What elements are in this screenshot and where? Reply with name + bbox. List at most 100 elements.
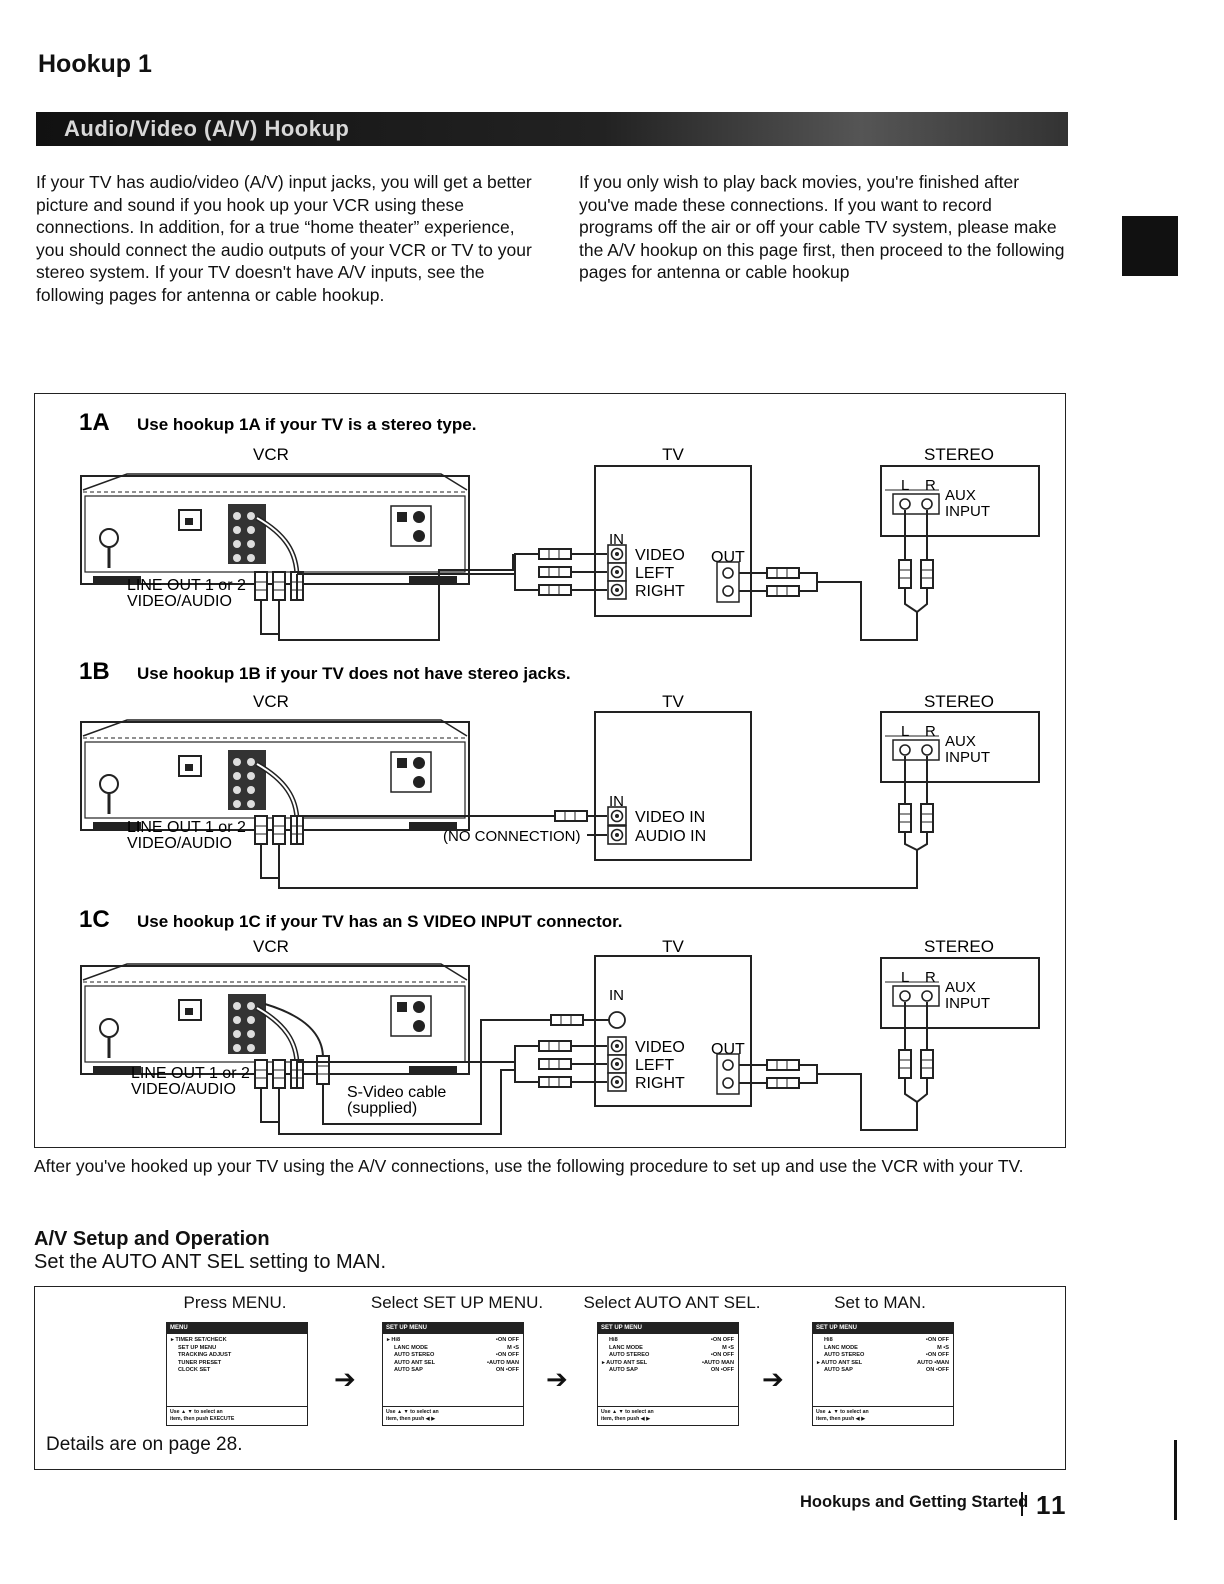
hookup-1b: 1B Use hookup 1B if your TV does not hav… xyxy=(79,658,1040,889)
hookup-1b-videoaudio: VIDEO/AUDIO xyxy=(127,835,232,852)
hookup-1a-videoaudio: VIDEO/AUDIO xyxy=(127,593,232,610)
hookup-1a-aux-l: L xyxy=(901,477,909,494)
step-3-label: Select AUTO ANT SEL. xyxy=(583,1293,761,1312)
screen-2-row: AUTO ANT SEL•AUTO MAN xyxy=(394,1359,519,1366)
hookup-1a-jack-left: LEFT xyxy=(635,565,674,582)
step-4-label: Set to MAN. xyxy=(834,1293,926,1312)
hookup-diagram-box: 1A Use hookup 1A if your TV is a stereo … xyxy=(34,393,1066,1148)
footer-section-name: Hookups and Getting Started xyxy=(800,1493,1029,1511)
screen-1-row: TRACKING ADJUST xyxy=(178,1352,232,1359)
intro-left: If your TV has audio/video (A/V) input j… xyxy=(36,172,532,305)
hookup-1b-aux-r: R xyxy=(925,723,936,740)
screen-2-row: AUTO STEREO•ON OFF xyxy=(394,1352,519,1359)
hookup-1b-tv-label: TV xyxy=(662,692,684,711)
screen-1-row: CLOCK SET xyxy=(178,1367,211,1374)
hookup-1c-jack-right: RIGHT xyxy=(635,1075,685,1092)
side-tab-marker xyxy=(1122,216,1178,276)
page-title: Hookup 1 xyxy=(38,50,152,78)
hookup-1a-code: 1A xyxy=(79,409,110,436)
hookup-1a-aux-r: R xyxy=(925,477,936,494)
edge-mark xyxy=(1174,1440,1177,1520)
banner-title: Audio/Video (A/V) Hookup xyxy=(64,116,350,141)
hookup-1a-input: INPUT xyxy=(945,503,990,520)
hookup-1b-stereo-label: STEREO xyxy=(924,692,994,711)
screen-4-row: Hi8•ON OFF xyxy=(824,1337,949,1343)
step-1-label: Press MENU. xyxy=(183,1293,287,1312)
hookup-1c-aux: AUX xyxy=(945,979,976,996)
hookup-1c: 1C Use hookup 1C if your TV has an S VID… xyxy=(79,906,1040,1135)
hookup-1b-no-connection: (NO CONNECTION) xyxy=(443,828,581,845)
hookup-1b-tv-in: IN xyxy=(609,793,624,810)
screen-3-title: SET UP MENU xyxy=(598,1323,738,1334)
hookup-1a-lineout: LINE OUT 1 or 2 xyxy=(127,577,246,594)
footer-divider xyxy=(1021,1492,1023,1516)
hookup-1b-aux: AUX xyxy=(945,733,976,750)
step-2-label: Select SET UP MENU. xyxy=(370,1293,544,1312)
hookup-1a: 1A Use hookup 1A if your TV is a stereo … xyxy=(79,409,1040,641)
hookup-1a-vcr-label: VCR xyxy=(253,445,289,464)
hookup-1c-aux-r: R xyxy=(925,969,936,986)
screen-1-row: ▸ TIMER SET/CHECK xyxy=(171,1337,227,1343)
hookup-1a-tv-in: IN xyxy=(609,531,624,548)
hookup-1c-lineout: LINE OUT 1 or 2 xyxy=(131,1065,250,1082)
details-note: Details are on page 28. xyxy=(46,1434,243,1455)
step-arrow-icon: ➔ xyxy=(546,1364,568,1394)
screen-2-row: ▸ Hi8•ON OFF xyxy=(387,1337,519,1343)
hookup-1b-jack-video-in: VIDEO IN xyxy=(635,809,705,826)
hookup-1b-input: INPUT xyxy=(945,749,990,766)
hookup-1c-tv-label: TV xyxy=(662,937,684,956)
screen-3-row: Hi8•ON OFF xyxy=(609,1337,734,1343)
hookup-1b-vcr-label: VCR xyxy=(253,692,289,711)
section-banner: Audio/Video (A/V) Hookup xyxy=(36,112,1068,146)
hookup-1c-vcr-label: VCR xyxy=(253,937,289,956)
setup-steps-box xyxy=(34,1286,1066,1470)
hookup-1b-jack-audio-in: AUDIO IN xyxy=(635,828,706,845)
hookup-1c-videoaudio: VIDEO/AUDIO xyxy=(131,1081,236,1098)
hookup-diagram: 1A Use hookup 1A if your TV is a stereo … xyxy=(79,409,1040,1135)
hookup-1c-svideo-supplied: (supplied) xyxy=(347,1100,417,1117)
hookup-1a-tv-label: TV xyxy=(662,445,684,464)
hookup-1c-desc: Use hookup 1C if your TV has an S VIDEO … xyxy=(137,912,623,931)
section-title: A/V Setup and Operation xyxy=(34,1228,270,1250)
hookup-1b-aux-l: L xyxy=(901,723,909,740)
menu-screen-1: MENU ▸ TIMER SET/CHECK SET UP MENU TRACK… xyxy=(166,1322,308,1426)
hookup-1a-aux: AUX xyxy=(945,487,976,504)
screen-2-title: SET UP MENU xyxy=(383,1323,523,1334)
hookup-1c-input: INPUT xyxy=(945,995,990,1012)
hookup-1c-tv-in: IN xyxy=(609,987,624,1004)
hookup-1c-aux-l: L xyxy=(901,969,909,986)
hookup-1a-stereo-label: STEREO xyxy=(924,445,994,464)
page-number: 11 xyxy=(1036,1490,1068,1520)
hookup-1a-desc: Use hookup 1A if your TV is a stereo typ… xyxy=(137,415,476,434)
screen-1-title: MENU xyxy=(167,1323,307,1334)
section-subtitle: Set the AUTO ANT SEL setting to MAN. xyxy=(34,1251,387,1273)
screen-3-row: AUTO STEREO•ON OFF xyxy=(609,1352,734,1359)
step-arrow-icon: ➔ xyxy=(762,1364,784,1394)
screen-1-row: SET UP MENU xyxy=(178,1344,217,1351)
step-arrow-icon: ➔ xyxy=(334,1364,356,1394)
hookup-1a-jack-right: RIGHT xyxy=(635,583,685,600)
hookup-1c-code: 1C xyxy=(79,906,110,933)
hookup-1b-code: 1B xyxy=(79,658,110,685)
screen-4-row: AUTO STEREO•ON OFF xyxy=(824,1352,949,1359)
hookup-1c-jack-video: VIDEO xyxy=(635,1039,685,1056)
hookup-1c-svideo-cable: S-Video cable xyxy=(347,1084,446,1101)
screen-1-row: TUNER PRESET xyxy=(178,1359,222,1366)
after-hookup-text: After you've hooked up your TV using the… xyxy=(34,1156,1024,1176)
hookup-1c-stereo-label: STEREO xyxy=(924,937,994,956)
hookup-1b-desc: Use hookup 1B if your TV does not have s… xyxy=(137,664,571,683)
hookup-1b-lineout: LINE OUT 1 or 2 xyxy=(127,819,246,836)
